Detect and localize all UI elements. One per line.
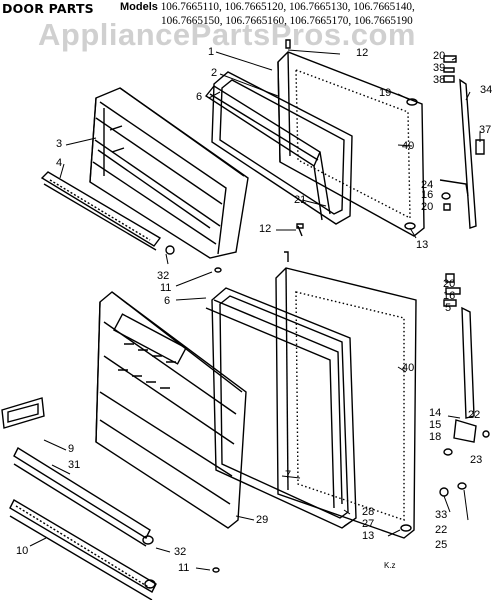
callout-18: 18 [429,431,442,443]
callout-12-lower: 12 [259,223,272,235]
callout-40-upper: 40 [402,140,415,152]
callout-20-low: 20 [443,278,456,290]
callout-3: 3 [56,138,63,150]
callout-32-upper: 32 [157,270,170,282]
models-list-1: 106.7665110, 106.7665120, 106.7665130, 1… [160,1,415,13]
lower-breaker-strip [206,300,342,508]
callout-9: 9 [68,443,75,455]
callout-15: 15 [429,419,442,431]
callout-12-upper: 12 [356,47,369,59]
lower-door-panel [276,268,416,538]
callout-34: 34 [480,84,493,96]
callout-23: 23 [470,454,483,466]
upper-door-gasket [212,72,352,224]
callout-22-lower: 22 [435,524,448,536]
upper-small-parts [166,40,484,272]
models-line-2: 106.7665150, 106.7665160, 106.7665170, 1… [161,15,413,27]
upper-breaker-strip [206,86,330,220]
callout-28: 28 [362,506,375,518]
callout-16-lower: 16 [443,290,456,302]
upper-door-liner [90,88,248,258]
diagram-title: DOOR PARTS [2,1,94,16]
callout-31: 31 [68,459,81,471]
watermark: AppliancePartsPros.com [38,17,416,52]
lower-door-gasket [212,288,356,528]
callout-20-top: 20 [433,50,446,62]
callout-21: 21 [294,194,307,206]
models-label: Models [120,1,158,13]
butter-door-shelf [2,398,44,428]
callout-4: 4 [56,157,63,169]
callout-6-upper: 6 [196,91,203,103]
callout-1: 1 [208,46,215,58]
callout-25: 25 [435,539,448,551]
callout-33: 33 [435,509,448,521]
callout-19: 19 [379,87,392,99]
callout-13-upper: 13 [416,239,429,251]
callout-24: 24 [421,179,434,191]
callout-5: 5 [445,302,452,314]
upper-door-handle [42,172,160,250]
upper-door-panel [278,52,424,236]
callout-10: 10 [16,545,29,557]
lower-small-parts [143,252,489,588]
callout-11-upper: 11 [160,282,172,294]
leader-lines [30,50,480,570]
callout-20-mid: 20 [421,201,434,213]
callout-6-lower: 6 [164,295,171,307]
callout-14: 14 [429,407,442,419]
lower-door-handles [10,448,156,600]
lower-door-liner [96,292,246,528]
callout-2: 2 [211,67,218,79]
callout-40-lower: 40 [402,362,415,374]
callout-39: 39 [433,62,446,74]
callout-7: 7 [285,469,292,481]
models-line-1: Models 106.7665110, 106.7665120, 106.766… [120,1,415,13]
callout-22-upper: 22 [468,409,481,421]
callout-13-lower: 13 [362,530,375,542]
callout-38: 38 [433,74,446,86]
callout-27: 27 [362,518,375,530]
callout-32-lower: 32 [174,546,187,558]
callout-37: 37 [479,124,492,136]
callout-11-lower: 11 [178,562,190,574]
callout-16-upper: 16 [421,189,434,201]
callout-29: 29 [256,514,269,526]
corner-mark: K.z [384,561,396,570]
